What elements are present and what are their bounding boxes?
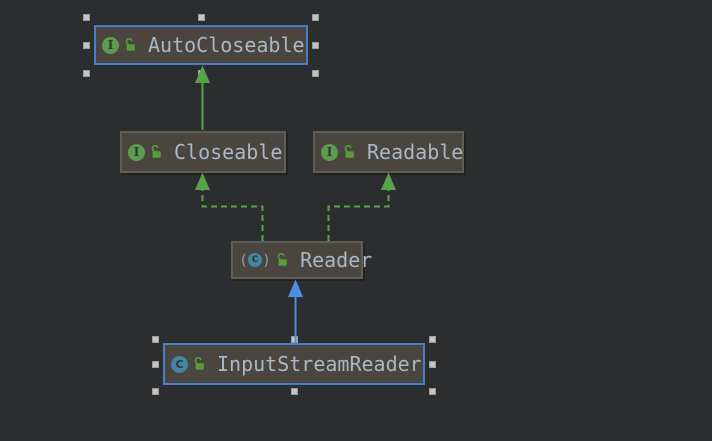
selection-handle[interactable]	[291, 336, 298, 343]
open-lock-icon	[124, 38, 136, 52]
node-label-readable: Readable	[367, 140, 464, 164]
class-icon-letter: C	[175, 357, 184, 371]
class-icon-letter: C	[251, 254, 259, 265]
interface-icon: I	[102, 36, 119, 54]
open-lock-icon	[150, 145, 162, 159]
uml-node-closeable[interactable]: I Closeable	[120, 131, 286, 173]
interface-icon-letter: I	[133, 145, 140, 159]
abstract-paren-right: )	[262, 250, 272, 269]
uml-node-readable[interactable]: I Readable	[313, 131, 464, 173]
abstract-class-icon: ( C )	[239, 250, 272, 269]
edge-implements-reader-to-closeable[interactable]	[195, 172, 264, 242]
selection-handle[interactable]	[198, 70, 205, 77]
selection-handle[interactable]	[83, 70, 90, 77]
selection-handle[interactable]	[312, 42, 319, 49]
selection-handle[interactable]	[152, 388, 159, 395]
interface-icon: I	[321, 143, 338, 161]
open-lock-icon	[193, 357, 205, 371]
node-label-autocloseable: AutoCloseable	[148, 33, 305, 57]
open-lock-icon	[276, 253, 288, 267]
uml-node-reader[interactable]: ( C ) Reader	[231, 241, 372, 279]
uml-node-inputstreamreader[interactable]: C InputStreamReader	[163, 343, 425, 385]
selection-handle[interactable]	[83, 14, 90, 21]
edge-extends-inputstreamreader-to-reader[interactable]	[288, 279, 303, 344]
selection-handle[interactable]	[291, 388, 298, 395]
selection-handle[interactable]	[198, 14, 205, 21]
selection-handle[interactable]	[152, 336, 159, 343]
selection-handle[interactable]	[429, 336, 436, 343]
class-icon: C	[171, 355, 188, 373]
abstract-paren-left: (	[239, 250, 249, 269]
selection-handle[interactable]	[83, 42, 90, 49]
interface-icon: I	[128, 143, 145, 161]
edge-implements-reader-to-readable[interactable]	[327, 172, 397, 242]
node-label-reader: Reader	[300, 248, 373, 272]
node-label-closeable: Closeable	[174, 140, 283, 164]
selection-handle[interactable]	[312, 14, 319, 21]
node-label-inputstreamreader: InputStreamReader	[217, 352, 422, 376]
interface-icon-letter: I	[107, 38, 114, 52]
open-lock-icon	[343, 145, 355, 159]
selection-handle[interactable]	[429, 361, 436, 368]
uml-node-autocloseable[interactable]: I AutoCloseable	[94, 25, 308, 65]
selection-handle[interactable]	[152, 361, 159, 368]
selection-handle[interactable]	[429, 388, 436, 395]
interface-icon-letter: I	[326, 145, 333, 159]
selection-handle[interactable]	[312, 70, 319, 77]
